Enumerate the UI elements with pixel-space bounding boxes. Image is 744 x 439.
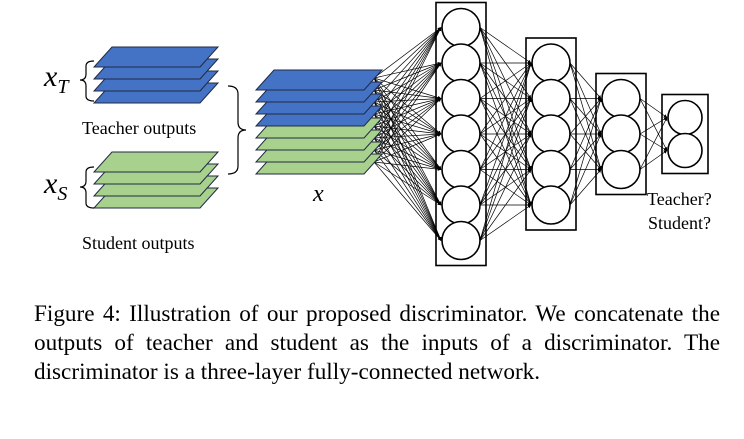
neuron xyxy=(667,132,703,169)
input-connection xyxy=(373,133,442,151)
figure-caption: Figure 4: Illustration of our proposed d… xyxy=(34,300,720,387)
input-connection xyxy=(373,98,442,151)
layer-connection xyxy=(479,62,532,170)
figure-label: Figure 4: xyxy=(34,301,121,327)
input-connection xyxy=(373,161,442,241)
teacher-brace xyxy=(79,60,95,102)
layer-connection xyxy=(479,62,532,99)
input-connection xyxy=(373,149,442,206)
input-connection xyxy=(373,62,442,139)
layer-2-box xyxy=(525,37,577,231)
layer-connection xyxy=(479,62,532,206)
layer-connection xyxy=(479,27,532,64)
discriminator-diagram: xT xS Teacher outputs Student outputs x … xyxy=(43,1,712,267)
student-outputs-label: Student outputs xyxy=(82,233,195,253)
input-connection xyxy=(373,27,442,103)
layer-connection xyxy=(479,62,532,135)
neuron xyxy=(531,43,571,83)
input-connection xyxy=(373,62,442,151)
input-connection xyxy=(373,62,442,163)
layer-connection xyxy=(479,204,532,241)
input-connection xyxy=(373,161,442,171)
input-connection xyxy=(373,132,442,139)
input-connection xyxy=(373,137,442,206)
student-brace xyxy=(79,166,95,209)
input-connection xyxy=(373,27,442,127)
input-connection xyxy=(373,149,442,241)
layer-4-box xyxy=(661,93,709,175)
input-connection xyxy=(373,137,442,241)
teacher-outputs-label: Teacher outputs xyxy=(82,118,196,138)
layer-3-box xyxy=(595,72,647,196)
student-symbol: xS xyxy=(43,167,67,205)
neuron xyxy=(667,99,703,136)
input-connection xyxy=(373,27,442,163)
input-connection xyxy=(373,137,442,170)
layer-connection xyxy=(479,133,532,241)
neuron xyxy=(441,149,481,190)
layer-1-box xyxy=(435,1,487,267)
network-connections xyxy=(373,27,668,241)
layer-connection xyxy=(639,117,668,170)
concat-teacher-plate xyxy=(254,69,384,91)
input-connection xyxy=(373,133,442,163)
layer-connection xyxy=(639,98,668,151)
neuron xyxy=(601,114,641,154)
layer-connection xyxy=(639,150,668,170)
layer-connection xyxy=(479,169,532,241)
neuron xyxy=(531,114,571,154)
neuron xyxy=(531,78,571,119)
concat-brace xyxy=(227,85,247,175)
neuron xyxy=(441,220,481,261)
neuron xyxy=(441,43,481,83)
input-connection xyxy=(373,27,442,139)
layer-connection xyxy=(479,62,532,241)
neuron xyxy=(531,149,571,190)
input-connection xyxy=(373,27,442,91)
teacher-symbol: xT xyxy=(43,60,70,98)
input-connection xyxy=(373,161,442,206)
neuron xyxy=(441,114,481,154)
network-neurons xyxy=(435,1,709,267)
input-connection xyxy=(373,149,442,171)
neuron xyxy=(441,185,481,225)
output-label-teacher: Teacher? xyxy=(647,189,712,209)
caption-text: Illustration of our proposed discriminat… xyxy=(34,301,721,385)
layer-connection xyxy=(479,98,532,241)
neuron xyxy=(531,185,571,225)
input-connection xyxy=(373,27,442,115)
neuron xyxy=(441,7,481,48)
input-connection xyxy=(373,27,442,79)
neuron xyxy=(441,78,481,119)
teacher-plate xyxy=(92,46,220,68)
input-connection xyxy=(373,27,442,151)
neuron xyxy=(601,149,641,190)
input-symbol: x xyxy=(312,181,324,207)
neuron xyxy=(601,78,641,119)
input-connection xyxy=(373,98,442,139)
output-stacks xyxy=(92,46,384,209)
output-label-student: Student? xyxy=(648,213,711,233)
student-plate xyxy=(92,151,220,173)
input-connection xyxy=(373,98,442,163)
layer-connection xyxy=(639,98,668,118)
